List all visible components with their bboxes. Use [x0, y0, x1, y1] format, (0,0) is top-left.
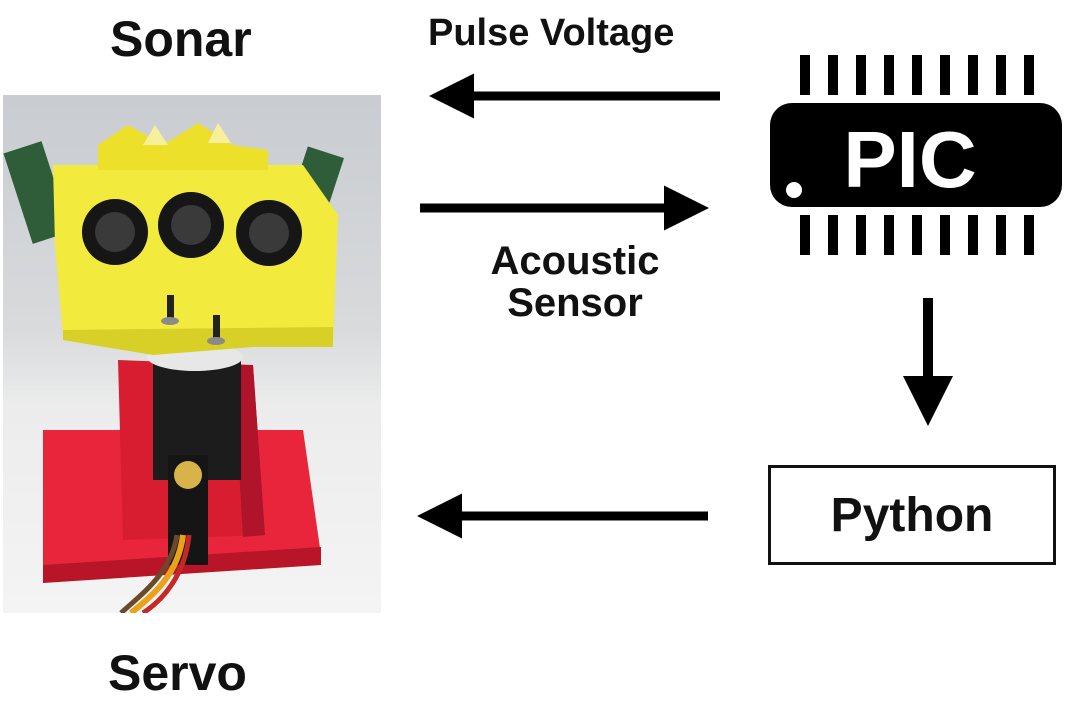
microcontroller-chip-icon	[770, 55, 1062, 255]
python-box: Python	[768, 465, 1056, 565]
sonar-title: Sonar	[110, 11, 252, 67]
pic-label: PIC	[843, 115, 977, 204]
python-label: Python	[830, 488, 994, 542]
servo-title: Servo	[108, 645, 247, 701]
pulse-voltage-label: Pulse Voltage	[428, 12, 675, 54]
acoustic-sensor-label: Acoustic Sensor	[490, 239, 660, 325]
sonar-servo-photo	[3, 95, 381, 613]
